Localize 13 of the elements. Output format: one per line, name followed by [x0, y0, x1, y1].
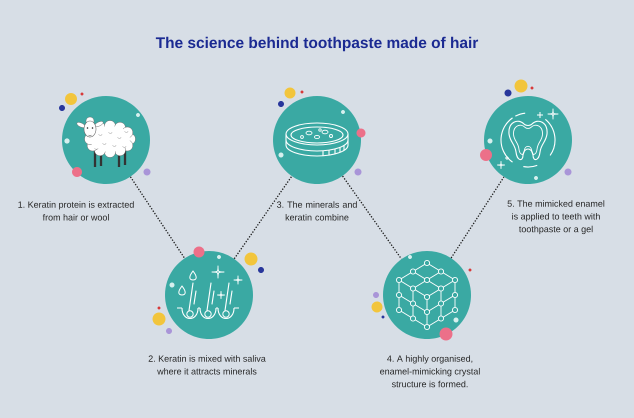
node-label: 3. The minerals and keratin combine: [276, 201, 357, 221]
node-label: 4. A highly organised, enamel-mimicking crystal structure is formed.: [380, 355, 480, 388]
node-label: 1. Keratin protein is extracted from hair or wool: [18, 201, 134, 221]
node-label: 5. The mimicked enamel is applied to teeth with toothpaste or a gel: [508, 200, 604, 234]
title: The science behind toothpaste made of hair: [156, 36, 478, 52]
dotted-line: [234, 176, 292, 260]
step-circle: [273, 96, 361, 184]
step-circle: [484, 96, 572, 184]
node-label: 2. Keratin is mixed with saliva where it attracts minerals: [148, 355, 266, 375]
dotted-line: [130, 176, 186, 259]
dotted-line: [342, 176, 402, 260]
dotted-line: [450, 176, 504, 258]
step-circle: [165, 251, 253, 339]
